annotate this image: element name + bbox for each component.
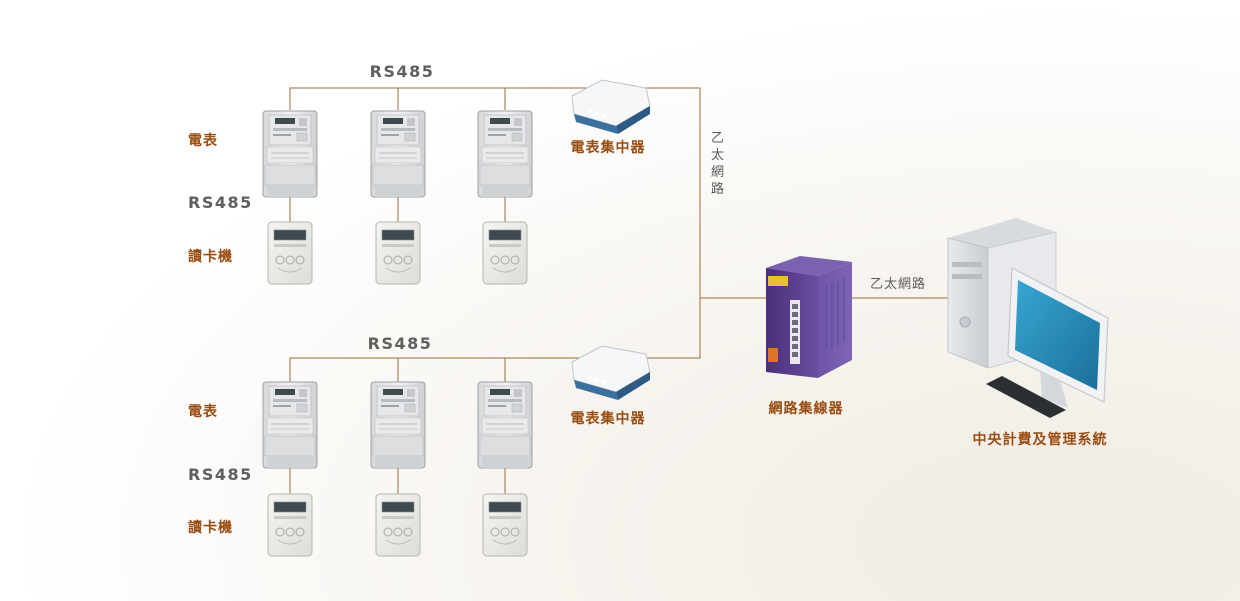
wires — [289, 87, 948, 494]
electric-meter-icon — [477, 110, 533, 198]
computer-icon — [947, 218, 1109, 418]
switch-label: 網路集線器 — [769, 400, 844, 417]
concentrator-icon — [571, 345, 651, 401]
ethernet-label-horizontal: 乙太網路 — [870, 276, 926, 292]
card-reader-icon — [267, 493, 313, 557]
rs485-bus-label-bottom: RS485 — [368, 334, 433, 353]
meter-group-top — [262, 110, 533, 285]
meter-label-top: 電表 — [188, 132, 218, 149]
reader-label-top: 讀卡機 — [188, 248, 233, 265]
rs485-label-bottom: RS485 — [188, 465, 253, 484]
card-reader-icon — [482, 221, 528, 285]
network-switch-icon — [766, 256, 852, 378]
rs485-bus-top — [289, 87, 701, 382]
electric-meter-icon — [477, 381, 533, 469]
ethernet-char-3: 網 — [711, 165, 725, 180]
card-reader-icon — [482, 493, 528, 557]
card-reader-icon — [267, 221, 313, 285]
ethernet-char-1: 乙 — [711, 131, 725, 146]
ethernet-char-2: 太 — [711, 148, 725, 163]
ethernet-label-vertical: 乙 太 網 路 — [711, 131, 725, 197]
rs485-bus-label-top: RS485 — [370, 62, 435, 81]
electric-meter-icon — [262, 110, 318, 198]
meter-label-bottom: 電表 — [188, 403, 218, 420]
electric-meter-icon — [262, 381, 318, 469]
reader-label-bottom: 讀卡機 — [188, 519, 233, 536]
card-reader-icon — [375, 493, 421, 557]
electric-meter-icon — [370, 381, 426, 469]
card-reader-icon — [375, 221, 421, 285]
electric-meter-icon — [370, 110, 426, 198]
central-system-label: 中央計費及管理系統 — [973, 431, 1108, 448]
concentrator-label-bottom: 電表集中器 — [571, 410, 646, 427]
rs485-label-top: RS485 — [188, 193, 253, 212]
concentrator-label-top: 電表集中器 — [571, 139, 646, 156]
ethernet-char-4: 路 — [711, 181, 725, 197]
